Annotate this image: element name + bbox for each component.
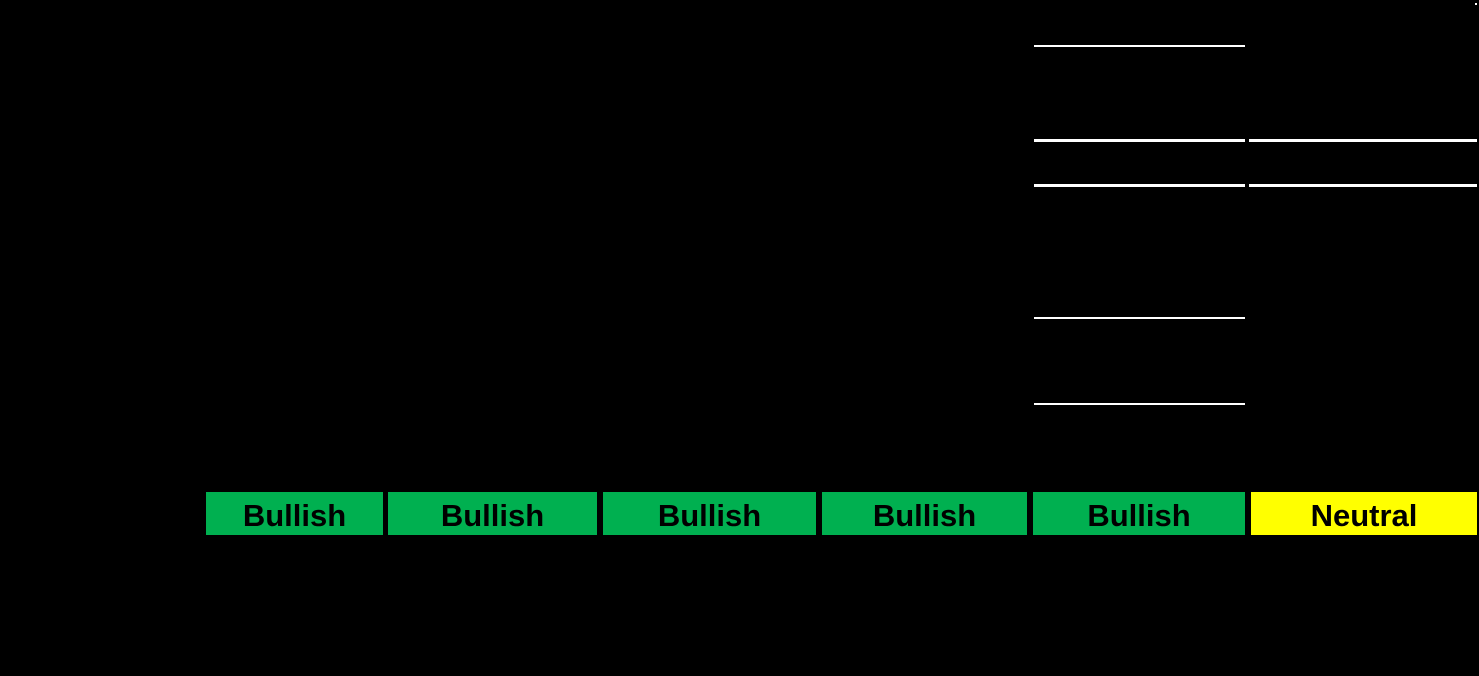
hrule-col5-mid2 — [1034, 184, 1245, 187]
signal-cell-6: Neutral — [1251, 492, 1477, 535]
hrule-col5-mid1 — [1034, 139, 1245, 142]
white-speck-artifact — [1475, 3, 1477, 5]
signal-cell-1: Bullish — [206, 492, 383, 535]
signal-cell-3: Bullish — [603, 492, 816, 535]
hrule-col6-mid1 — [1249, 139, 1477, 142]
signal-cell-5: Bullish — [1033, 492, 1245, 535]
hrule-col5-lower1 — [1034, 317, 1245, 319]
signal-cell-2: Bullish — [388, 492, 597, 535]
hrule-col5-lower2 — [1034, 403, 1245, 405]
signal-cell-4: Bullish — [822, 492, 1027, 535]
hrule-col5-top — [1034, 45, 1245, 47]
hrule-col6-mid2 — [1249, 184, 1477, 187]
